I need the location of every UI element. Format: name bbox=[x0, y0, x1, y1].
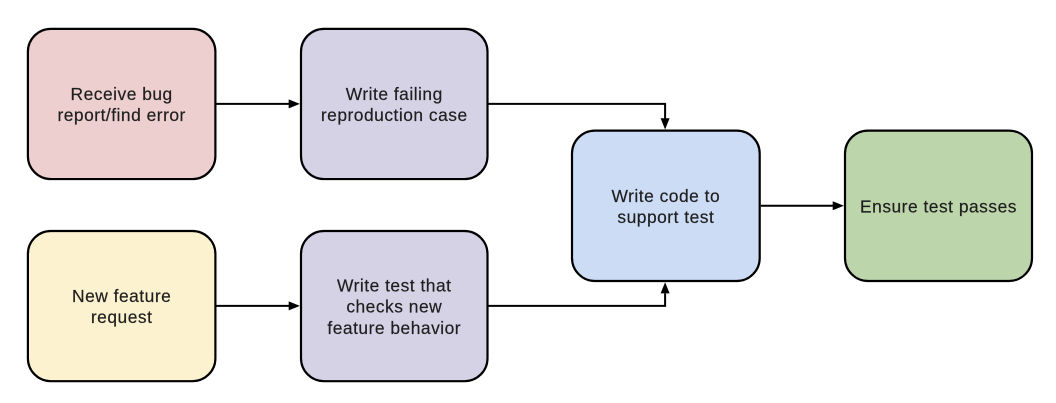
svg-text:Write test that: Write test that bbox=[337, 275, 451, 295]
svg-text:reproduction case: reproduction case bbox=[321, 105, 468, 125]
svg-text:checks new: checks new bbox=[346, 297, 442, 317]
svg-text:New feature: New feature bbox=[72, 286, 171, 306]
svg-text:Ensure test passes: Ensure test passes bbox=[860, 196, 1017, 216]
svg-text:support test: support test bbox=[617, 207, 714, 227]
svg-text:Receive bug: Receive bug bbox=[71, 84, 173, 104]
svg-text:feature behavior: feature behavior bbox=[327, 318, 461, 338]
svg-text:report/find error: report/find error bbox=[57, 105, 185, 125]
svg-text:request: request bbox=[91, 307, 153, 327]
svg-text:Write code to: Write code to bbox=[612, 186, 721, 206]
svg-text:Write failing: Write failing bbox=[346, 84, 443, 104]
